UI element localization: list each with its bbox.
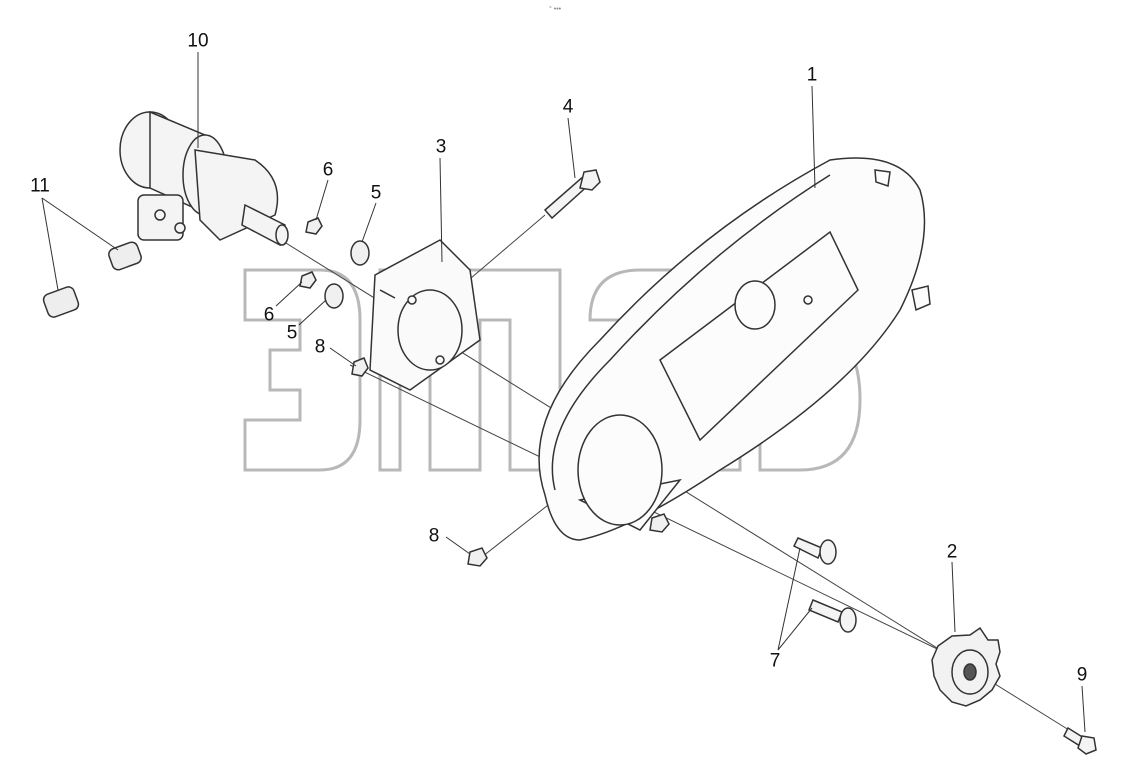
small-bolt: [1063, 726, 1097, 755]
long-bolt: [543, 169, 601, 220]
callout-8-lower: 8: [428, 525, 440, 547]
callout-6-lower: 6: [263, 304, 275, 326]
chain-guard-cover: [538, 157, 931, 541]
callout-6-upper: 6: [322, 159, 334, 181]
hydraulic-motor: [119, 110, 289, 247]
callout-5-upper: 5: [370, 182, 382, 204]
callout-3: 3: [435, 136, 447, 158]
callout-10: 10: [187, 30, 209, 52]
callout-2: 2: [946, 541, 958, 563]
leader-lines: [41, 52, 1086, 733]
callout-11: 11: [30, 175, 50, 197]
callout-5-lower: 5: [286, 322, 298, 344]
sprocket: [931, 626, 1001, 707]
callout-4: 4: [562, 96, 574, 118]
hose-fittings: [42, 241, 142, 318]
header-mark: ° •••: [549, 6, 562, 13]
carriage-bolts: [792, 537, 857, 633]
callout-9: 9: [1076, 664, 1088, 686]
callout-1: 1: [806, 64, 818, 86]
callout-8-upper: 8: [314, 336, 326, 358]
callout-7: 7: [769, 650, 781, 672]
mounting-bracket: [369, 239, 481, 391]
fasteners: [299, 217, 670, 567]
